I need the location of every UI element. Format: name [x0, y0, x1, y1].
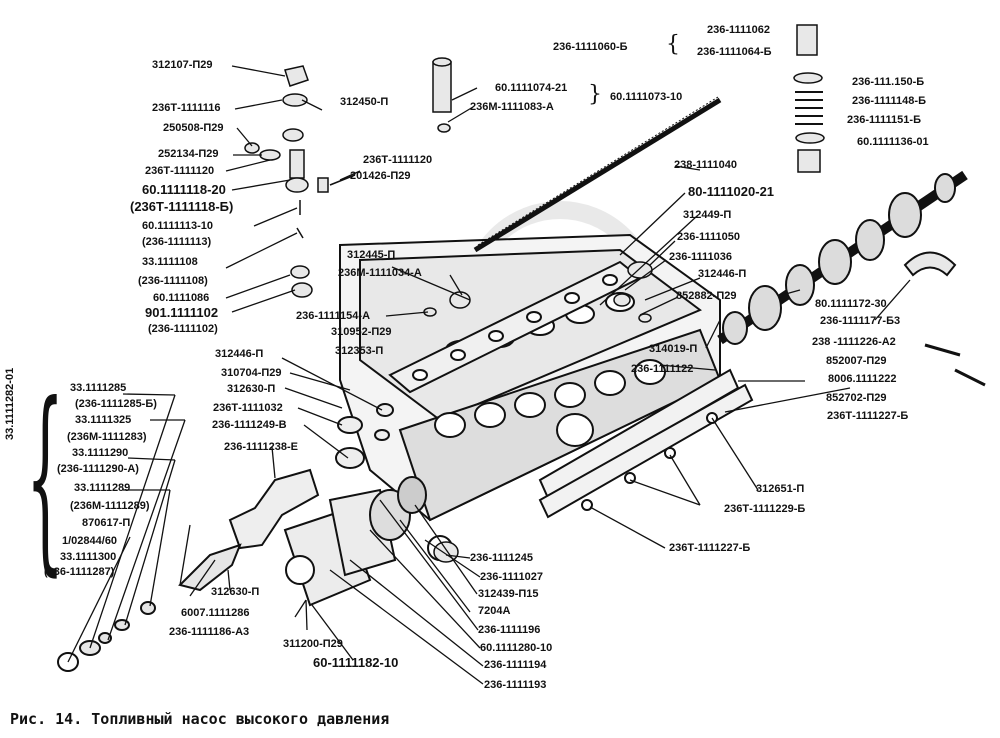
label-236-1111287: (236-1111287)	[44, 566, 115, 578]
label-312439-p15: 312439-П15	[478, 588, 539, 600]
label-236-1111151-b: 236-1111151-Б	[847, 114, 921, 126]
label-901-1111102: 901.1111102	[145, 305, 219, 320]
brace-nozzle: }	[588, 82, 602, 107]
label-60-1111086: 60.1111086	[153, 292, 210, 304]
label-60-1111280-10: 60.1111280-10	[480, 642, 553, 654]
inlet-fittings	[228, 403, 394, 550]
label-236-1111036: 236-1111036	[669, 251, 733, 263]
label-312107-p29: 312107-П29	[152, 59, 213, 71]
nozzle-parts	[432, 57, 452, 133]
label-852882-p29: 852882-П29	[676, 290, 737, 302]
label-236-111-150-b: 236-111.150-Б	[852, 76, 925, 88]
label-236-1111108: (236-1111108)	[138, 275, 208, 287]
bearing-half	[903, 251, 957, 277]
label-238-1111226-a2: 238 -1111226-А2	[812, 336, 896, 348]
label-311200-p29: 311200-П29	[283, 638, 343, 650]
small-parts-left	[244, 65, 356, 298]
label-312630-p-b: 312630-П	[211, 586, 260, 598]
label-236-1111238-e: 236-1111238-Е	[224, 441, 299, 453]
label-236t-1111227-b-b: 236Т-1111227-Б	[669, 542, 751, 554]
label-238-1111040: 238-1111040	[674, 159, 738, 171]
label-312353-p: 312353-П	[335, 345, 384, 357]
label-236-1111064-b: 236-1111064-Б	[697, 46, 772, 58]
label-236-1111113: (236-1111113)	[142, 236, 212, 248]
label-80-1111172-30: 80.1111172-30	[815, 298, 887, 310]
label-33-1111289: 33.1111289	[74, 482, 131, 494]
bolts-right	[924, 343, 986, 387]
label-33-1111108: 33.1111108	[142, 256, 198, 268]
label-236-1111193: 236-1111193	[484, 679, 547, 691]
label-236-1111245: 236-1111245	[470, 552, 534, 564]
label-33-1111300: 33.1111300	[60, 551, 117, 563]
label-236m-1111283: (236М-1111283)	[67, 431, 147, 443]
label-236-1111194: 236-1111194	[484, 659, 547, 671]
label-236t-1111118-b: (236Т-1111118-Б)	[130, 199, 234, 214]
label-314019-p: 314019-П	[649, 343, 698, 355]
figure-caption: Рис. 14. Топливный насос высокого давлен…	[10, 710, 390, 728]
label-310952-p29: 310952-П29	[331, 326, 392, 338]
label-8006-1111222: 8006.1111222	[828, 373, 897, 385]
label-852007-p29: 852007-П29	[826, 355, 887, 367]
label-312446-p-a: 312446-П	[698, 268, 747, 280]
label-236-1111290-a: (236-1111290-А)	[57, 463, 139, 475]
leader-lines	[67, 65, 911, 685]
label-33-1111285: 33.1111285	[70, 382, 127, 394]
group-label-vertical: 33.1111282-01	[4, 367, 16, 440]
label-310704-p29: 310704-П29	[221, 367, 282, 379]
label-236-1111148-b: 236-1111148-Б	[852, 95, 926, 107]
label-312630-p-a: 312630-П	[227, 383, 276, 395]
side-covers	[538, 368, 754, 519]
label-312449-p: 312449-П	[683, 209, 732, 221]
label-1-02844-60: 1/02844/60	[62, 535, 118, 547]
label-6007-1111286: 6007.1111286	[181, 607, 250, 619]
label-236-1111154-a: 236-1111154-А	[296, 310, 371, 322]
brace-spring: {	[666, 32, 680, 57]
label-60-1111118-20: 60.1111118-20	[142, 182, 226, 197]
label-236m-1111083-a: 236М-1111083-А	[470, 101, 554, 113]
label-236t-1111229-b: 236Т-1111229-Б	[724, 503, 806, 515]
label-236t-1111227-b-a: 236Т-1111227-Б	[827, 410, 909, 422]
label-252134-p29: 252134-П29	[158, 148, 219, 160]
label-33-1111290: 33.1111290	[72, 447, 129, 459]
brace-group: {	[26, 361, 65, 594]
label-236t-1111120-a: 236Т-1111120	[145, 165, 215, 177]
label-236-1111102: (236-1111102)	[148, 323, 218, 335]
label-236-1111027: 236-1111027	[480, 571, 544, 583]
control-rack	[473, 96, 722, 253]
label-236-1111186-a3: 236-1111186-А3	[169, 626, 250, 638]
label-60-1111073-10: 60.1111073-10	[610, 91, 683, 103]
label-236t-1111120-b: 236Т-1111120	[363, 154, 433, 166]
label-60-1111074-21: 60.1111074-21	[495, 82, 568, 94]
label-236-1111249-v: 236-1111249-В	[212, 419, 287, 431]
fuel-hose	[57, 543, 242, 672]
label-60-1111113-10: 60.1111113-10	[142, 220, 213, 232]
label-312450-p: 312450-П	[340, 96, 389, 108]
label-33-1111325: 33.1111325	[75, 414, 132, 426]
camshaft	[717, 170, 968, 345]
label-60-1111182-10: 60-1111182-10	[313, 655, 399, 670]
label-312445-p: 312445-П	[347, 249, 396, 261]
label-236-1111122: 236-1111122	[631, 363, 694, 375]
label-852702-p29: 852702-П29	[826, 392, 887, 404]
label-236t-1111116: 236Т-1111116	[152, 102, 221, 114]
label-236-1111050: 236-1111050	[677, 231, 741, 243]
label-201426-p29: 201426-П29	[350, 170, 411, 182]
label-312446-p-b: 312446-П	[215, 348, 264, 360]
label-312651-p: 312651-П	[756, 483, 805, 495]
label-236m-1111034-a: 236М-1111034-А	[338, 267, 422, 279]
label-236-1111196: 236-1111196	[478, 624, 541, 636]
label-236t-1111032: 236Т-1111032	[213, 402, 283, 414]
label-236-1111060-b: 236-1111060-Б	[553, 41, 628, 53]
label-80-1111020-21: 80-1111020-21	[688, 184, 775, 199]
label-236m-1111289: (236М-1111289)	[70, 500, 150, 512]
label-250508-p29: 250508-П29	[163, 122, 224, 134]
label-236-1111285-b: (236-1111285-Б)	[75, 398, 157, 410]
label-236-1111062: 236-1111062	[707, 24, 771, 36]
spring-assembly	[793, 24, 825, 173]
label-870617-p: 870617-П	[82, 517, 131, 529]
label-7204a: 7204А	[478, 605, 511, 617]
label-60-1111136-01: 60.1111136-01	[857, 136, 929, 148]
label-236-1111177-b3: 236-1111177-Б3	[820, 315, 901, 327]
